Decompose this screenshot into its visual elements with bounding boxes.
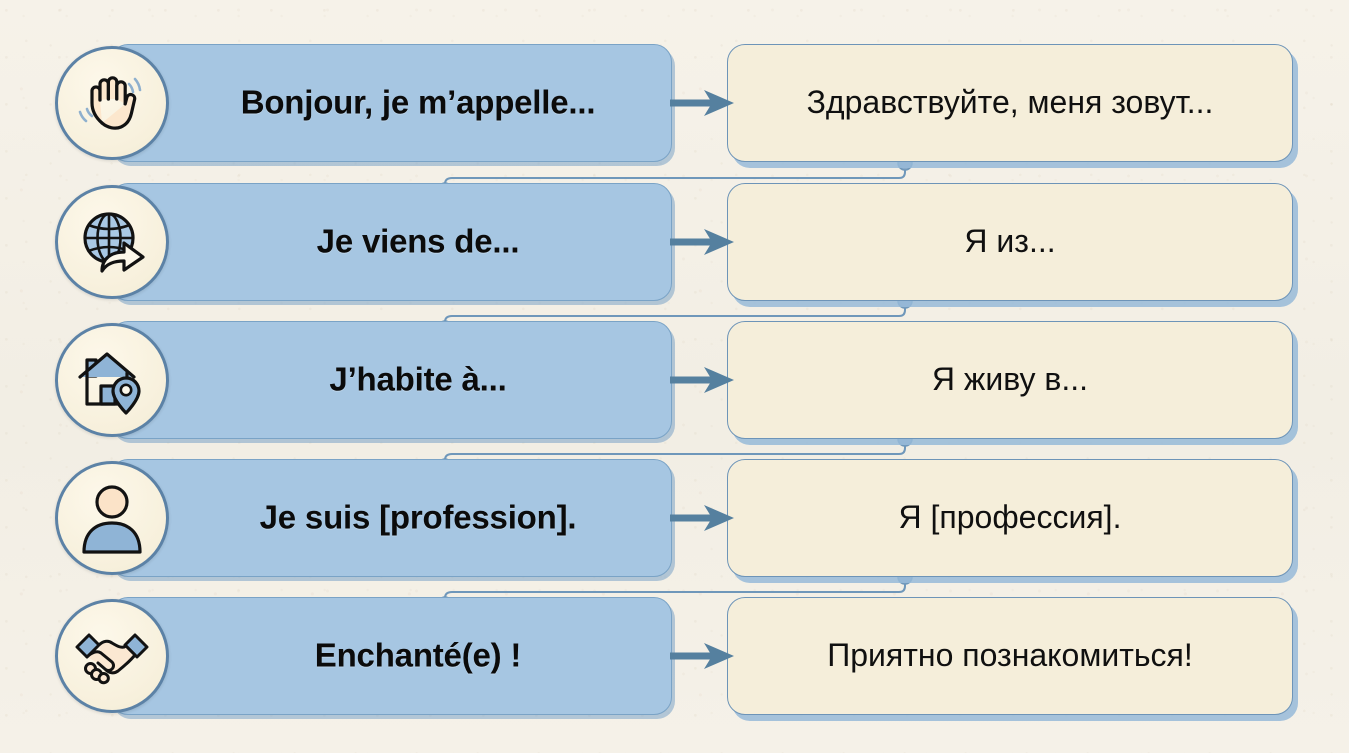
waving-hand-icon [78,76,142,130]
source-phrase-box[interactable]: Je suis [profession]. [110,459,672,577]
target-phrase-box[interactable]: Я из... [727,183,1293,301]
arrow-right-icon [670,90,734,116]
target-phrase-text: Приятно познакомиться! [827,637,1193,674]
phrase-row: J’habite à... Я живу в... [0,321,1349,443]
arrow-right-icon [670,505,734,531]
target-phrase-box[interactable]: Здравствуйте, меня зовут... [727,44,1293,162]
target-phrase-text: Здравствуйте, меня зовут... [806,84,1214,121]
target-phrase-box[interactable]: Приятно познакомиться! [727,597,1293,715]
target-phrase-box[interactable]: Я живу в... [727,321,1293,439]
target-phrase-text: Я живу в... [931,361,1089,398]
handshake-icon [75,633,149,685]
house-location-pin-icon-badge [55,323,169,437]
waving-hand-icon-badge [55,46,169,160]
phrase-row: Bonjour, je m’appelle... [0,44,1349,166]
phrase-row: Je viens de... [0,183,1349,305]
person-icon-badge [55,461,169,575]
house-location-pin-icon [78,352,141,415]
arrow-right-icon [670,229,734,255]
handshake-icon-badge [55,599,169,713]
target-phrase-box[interactable]: Я [профессия]. [727,459,1293,577]
source-phrase-text: Enchanté(e) ! [314,636,522,674]
source-phrase-text: J’habite à... [329,360,507,398]
source-phrase-text: Bonjour, je m’appelle... [240,83,596,121]
target-phrase-text: Я из... [964,223,1056,260]
arrow-right-icon [670,367,734,393]
phrase-row: Je suis [profession]. Я [профессия]. [0,459,1349,581]
arrow-right-icon [670,643,734,669]
target-phrase-text: Я [профессия]. [898,499,1122,536]
source-phrase-box[interactable]: Je viens de... [110,183,672,301]
source-phrase-box[interactable]: Bonjour, je m’appelle... [110,44,672,162]
source-phrase-text: Je viens de... [316,222,520,260]
globe-share-icon-badge [55,185,169,299]
source-phrase-box[interactable]: J’habite à... [110,321,672,439]
globe-share-icon [83,212,145,273]
phrase-row: Enchanté(e) ! Приятно познакомиться! [0,597,1349,719]
person-icon [82,485,142,554]
source-phrase-box[interactable]: Enchanté(e) ! [110,597,672,715]
source-phrase-text: Je suis [profession]. [259,498,577,536]
